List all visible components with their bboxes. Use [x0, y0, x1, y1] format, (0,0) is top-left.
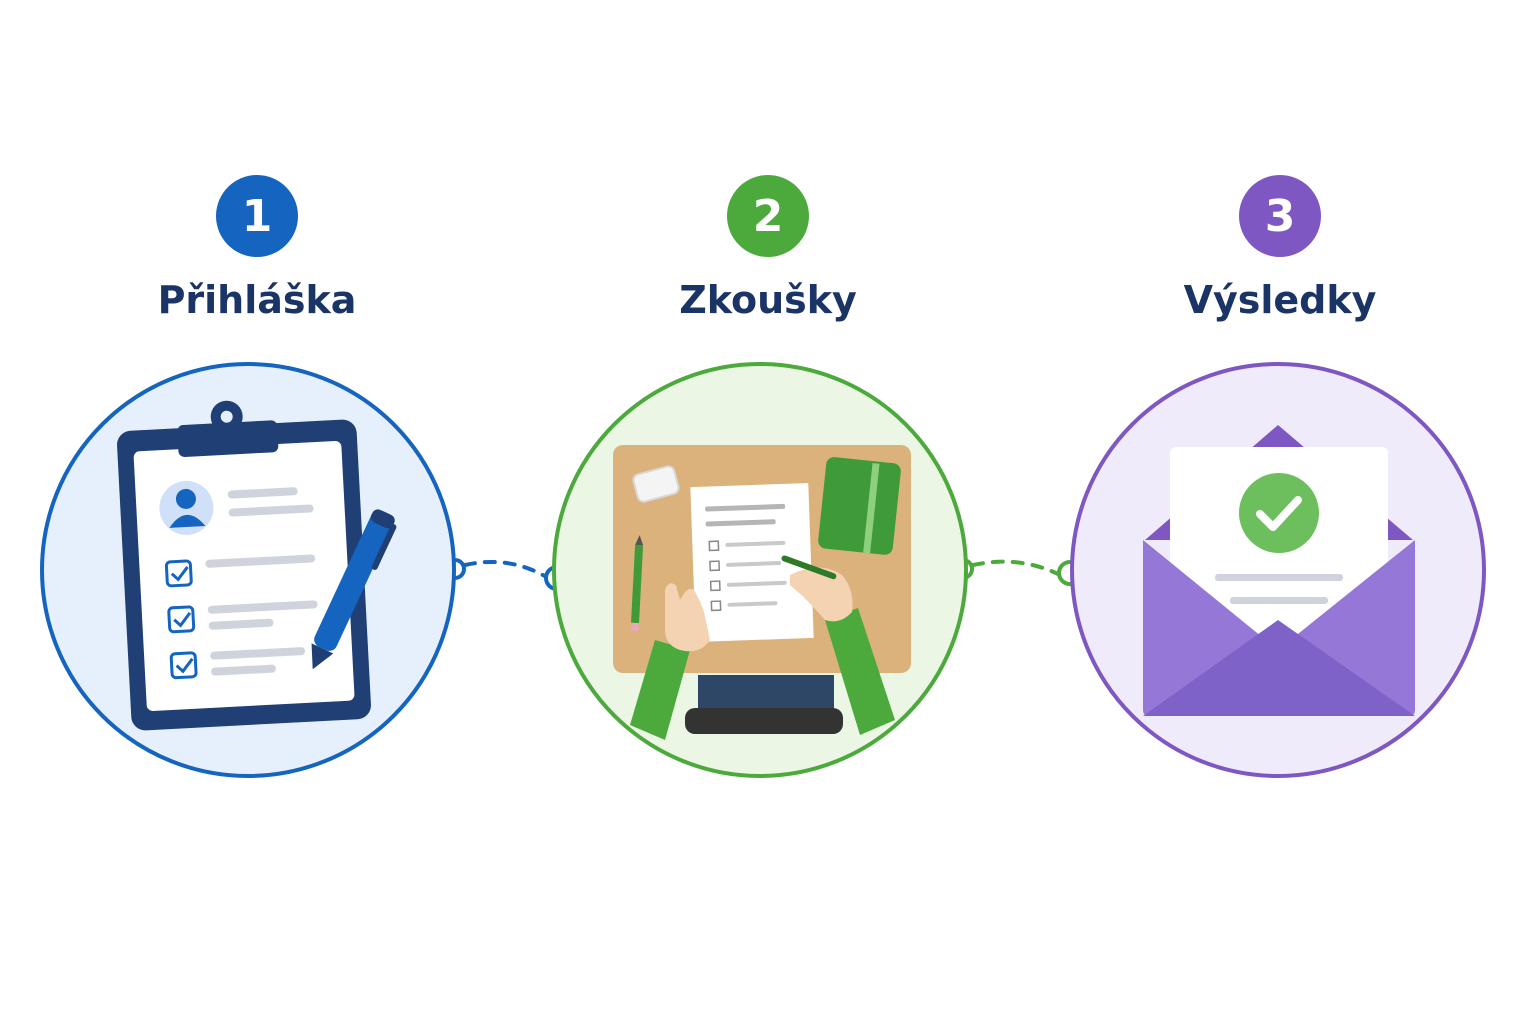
clipboard-form-icon: [40, 362, 456, 778]
envelope-check-icon: [1070, 362, 1486, 778]
step-1-title: Přihláška: [157, 278, 357, 322]
step-2-title: Zkoušky: [679, 278, 857, 322]
step-2-badge: 2: [727, 175, 809, 257]
step-3-badge: 3: [1239, 175, 1321, 257]
step-1-badge: 1: [216, 175, 298, 257]
connector-2-3: [952, 558, 1083, 586]
exam-desk-icon: [552, 362, 968, 778]
step-3-title: Výsledky: [1183, 278, 1377, 322]
connector-1-2: [444, 558, 570, 591]
